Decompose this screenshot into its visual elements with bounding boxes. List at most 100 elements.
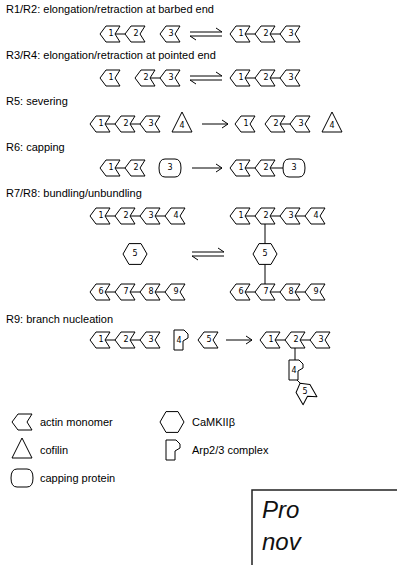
actin-monomer xyxy=(255,160,275,176)
actin-monomer xyxy=(230,70,250,86)
subunit-link xyxy=(105,340,115,341)
reaction-heading: R5: severing xyxy=(6,96,68,107)
actin-monomer xyxy=(100,70,120,86)
callout-number: 3 xyxy=(288,212,293,220)
reaction-arrow xyxy=(192,164,222,172)
subunit-link xyxy=(245,168,255,169)
actin-monomer xyxy=(280,208,300,224)
callout-number: 2 xyxy=(263,30,268,38)
subunit-link xyxy=(270,34,280,35)
subunit-link xyxy=(155,292,165,293)
actin-monomer xyxy=(160,70,180,86)
actin-monomer xyxy=(140,116,160,132)
callout-number: 1 xyxy=(98,120,103,128)
actin-monomer xyxy=(140,284,160,300)
actin-monomer xyxy=(255,208,275,224)
callout-number: 6 xyxy=(98,288,103,296)
actin-monomer xyxy=(255,26,275,42)
actin-monomer xyxy=(115,284,135,300)
subunit-link xyxy=(130,340,140,341)
actin-monomer xyxy=(255,70,275,86)
callout-number: 1 xyxy=(98,212,103,220)
callout-number: 3 xyxy=(168,74,173,82)
callout-number: 4 xyxy=(313,212,318,220)
subunit-link xyxy=(295,348,296,360)
camkii-symbol xyxy=(253,244,277,265)
callout-number: 1 xyxy=(238,74,243,82)
actin-monomer xyxy=(293,379,317,404)
callout-number: 3 xyxy=(318,336,323,344)
subunit-link xyxy=(130,216,140,217)
subunit-link xyxy=(265,224,266,244)
actin-monomer xyxy=(255,284,275,300)
callout-number: 8 xyxy=(148,288,153,296)
callout-number: 9 xyxy=(313,288,318,296)
subunit-link xyxy=(150,78,160,79)
actin-monomer xyxy=(235,116,255,132)
legend-label: cofilin xyxy=(40,445,68,456)
callout-number: 1 xyxy=(108,74,113,82)
actin-monomer xyxy=(230,26,250,42)
callout-number: 1 xyxy=(238,164,243,172)
legend-label: Arp2/3 complex xyxy=(192,445,268,456)
arp23-symbol xyxy=(174,330,188,350)
callout-number: 2 xyxy=(143,74,148,82)
actin-monomer xyxy=(285,332,305,348)
callout-number: 1 xyxy=(238,212,243,220)
reaction-heading: R1/R2: elongation/retraction at barbed e… xyxy=(6,4,214,15)
actin-monomer xyxy=(280,284,300,300)
actin-monomer xyxy=(100,26,120,42)
capping-protein-symbol xyxy=(283,159,305,177)
callout-number: 7 xyxy=(123,288,128,296)
subunit-link xyxy=(265,264,266,284)
callout-number: 1 xyxy=(108,30,113,38)
callout-number: 1 xyxy=(268,336,273,344)
overlay-text: Pro xyxy=(262,498,299,522)
callout-number: 2 xyxy=(263,212,268,220)
subunit-link xyxy=(130,292,140,293)
legend-sample xyxy=(11,469,33,487)
callout-number: 5 xyxy=(302,388,307,396)
callout-number: 3 xyxy=(298,120,303,128)
actin-monomer xyxy=(305,284,325,300)
subunit-link xyxy=(245,216,255,217)
callout-number: 7 xyxy=(263,288,268,296)
subunit-link xyxy=(115,34,125,35)
reaction-heading: R9: branch nucleation xyxy=(6,314,113,325)
callout-number: 4 xyxy=(291,367,296,375)
legend-label: capping protein xyxy=(40,473,115,484)
reaction-heading: R6: capping xyxy=(6,142,65,153)
legend-sample xyxy=(12,414,32,430)
subunit-link xyxy=(105,124,115,125)
reaction-heading: R7/R8: bundling/unbundling xyxy=(6,188,142,199)
overlay-text: nov xyxy=(262,530,301,554)
subunit-link xyxy=(115,168,125,169)
callout-number: 4 xyxy=(176,337,181,345)
reaction-heading: R3/R4: elongation/retraction at pointed … xyxy=(6,50,216,61)
actin-monomer xyxy=(135,70,155,86)
callout-number: 2 xyxy=(273,120,278,128)
subunit-link xyxy=(280,124,290,125)
callout-number: 2 xyxy=(123,336,128,344)
actin-monomer xyxy=(265,116,285,132)
actin-monomer xyxy=(125,26,145,42)
actin-monomer xyxy=(230,284,250,300)
callout-number: 5 xyxy=(262,250,267,258)
subunit-link xyxy=(270,216,280,217)
callout-number: 1 xyxy=(108,164,113,172)
callout-number: 2 xyxy=(133,30,138,38)
actin-monomer xyxy=(230,208,250,224)
reaction-arrow xyxy=(190,28,222,40)
callout-number: 2 xyxy=(133,164,138,172)
callout-number: 2 xyxy=(263,74,268,82)
actin-monomer xyxy=(260,332,280,348)
subunit-link xyxy=(245,292,255,293)
callout-number: 3 xyxy=(168,30,173,38)
camkii-symbol xyxy=(123,244,147,265)
actin-monomer xyxy=(140,332,160,348)
actin-monomer xyxy=(305,208,325,224)
callout-number: 4 xyxy=(329,122,334,130)
actin-monomer xyxy=(115,116,135,132)
callout-number: 3 xyxy=(148,336,153,344)
actin-monomer xyxy=(165,284,185,300)
